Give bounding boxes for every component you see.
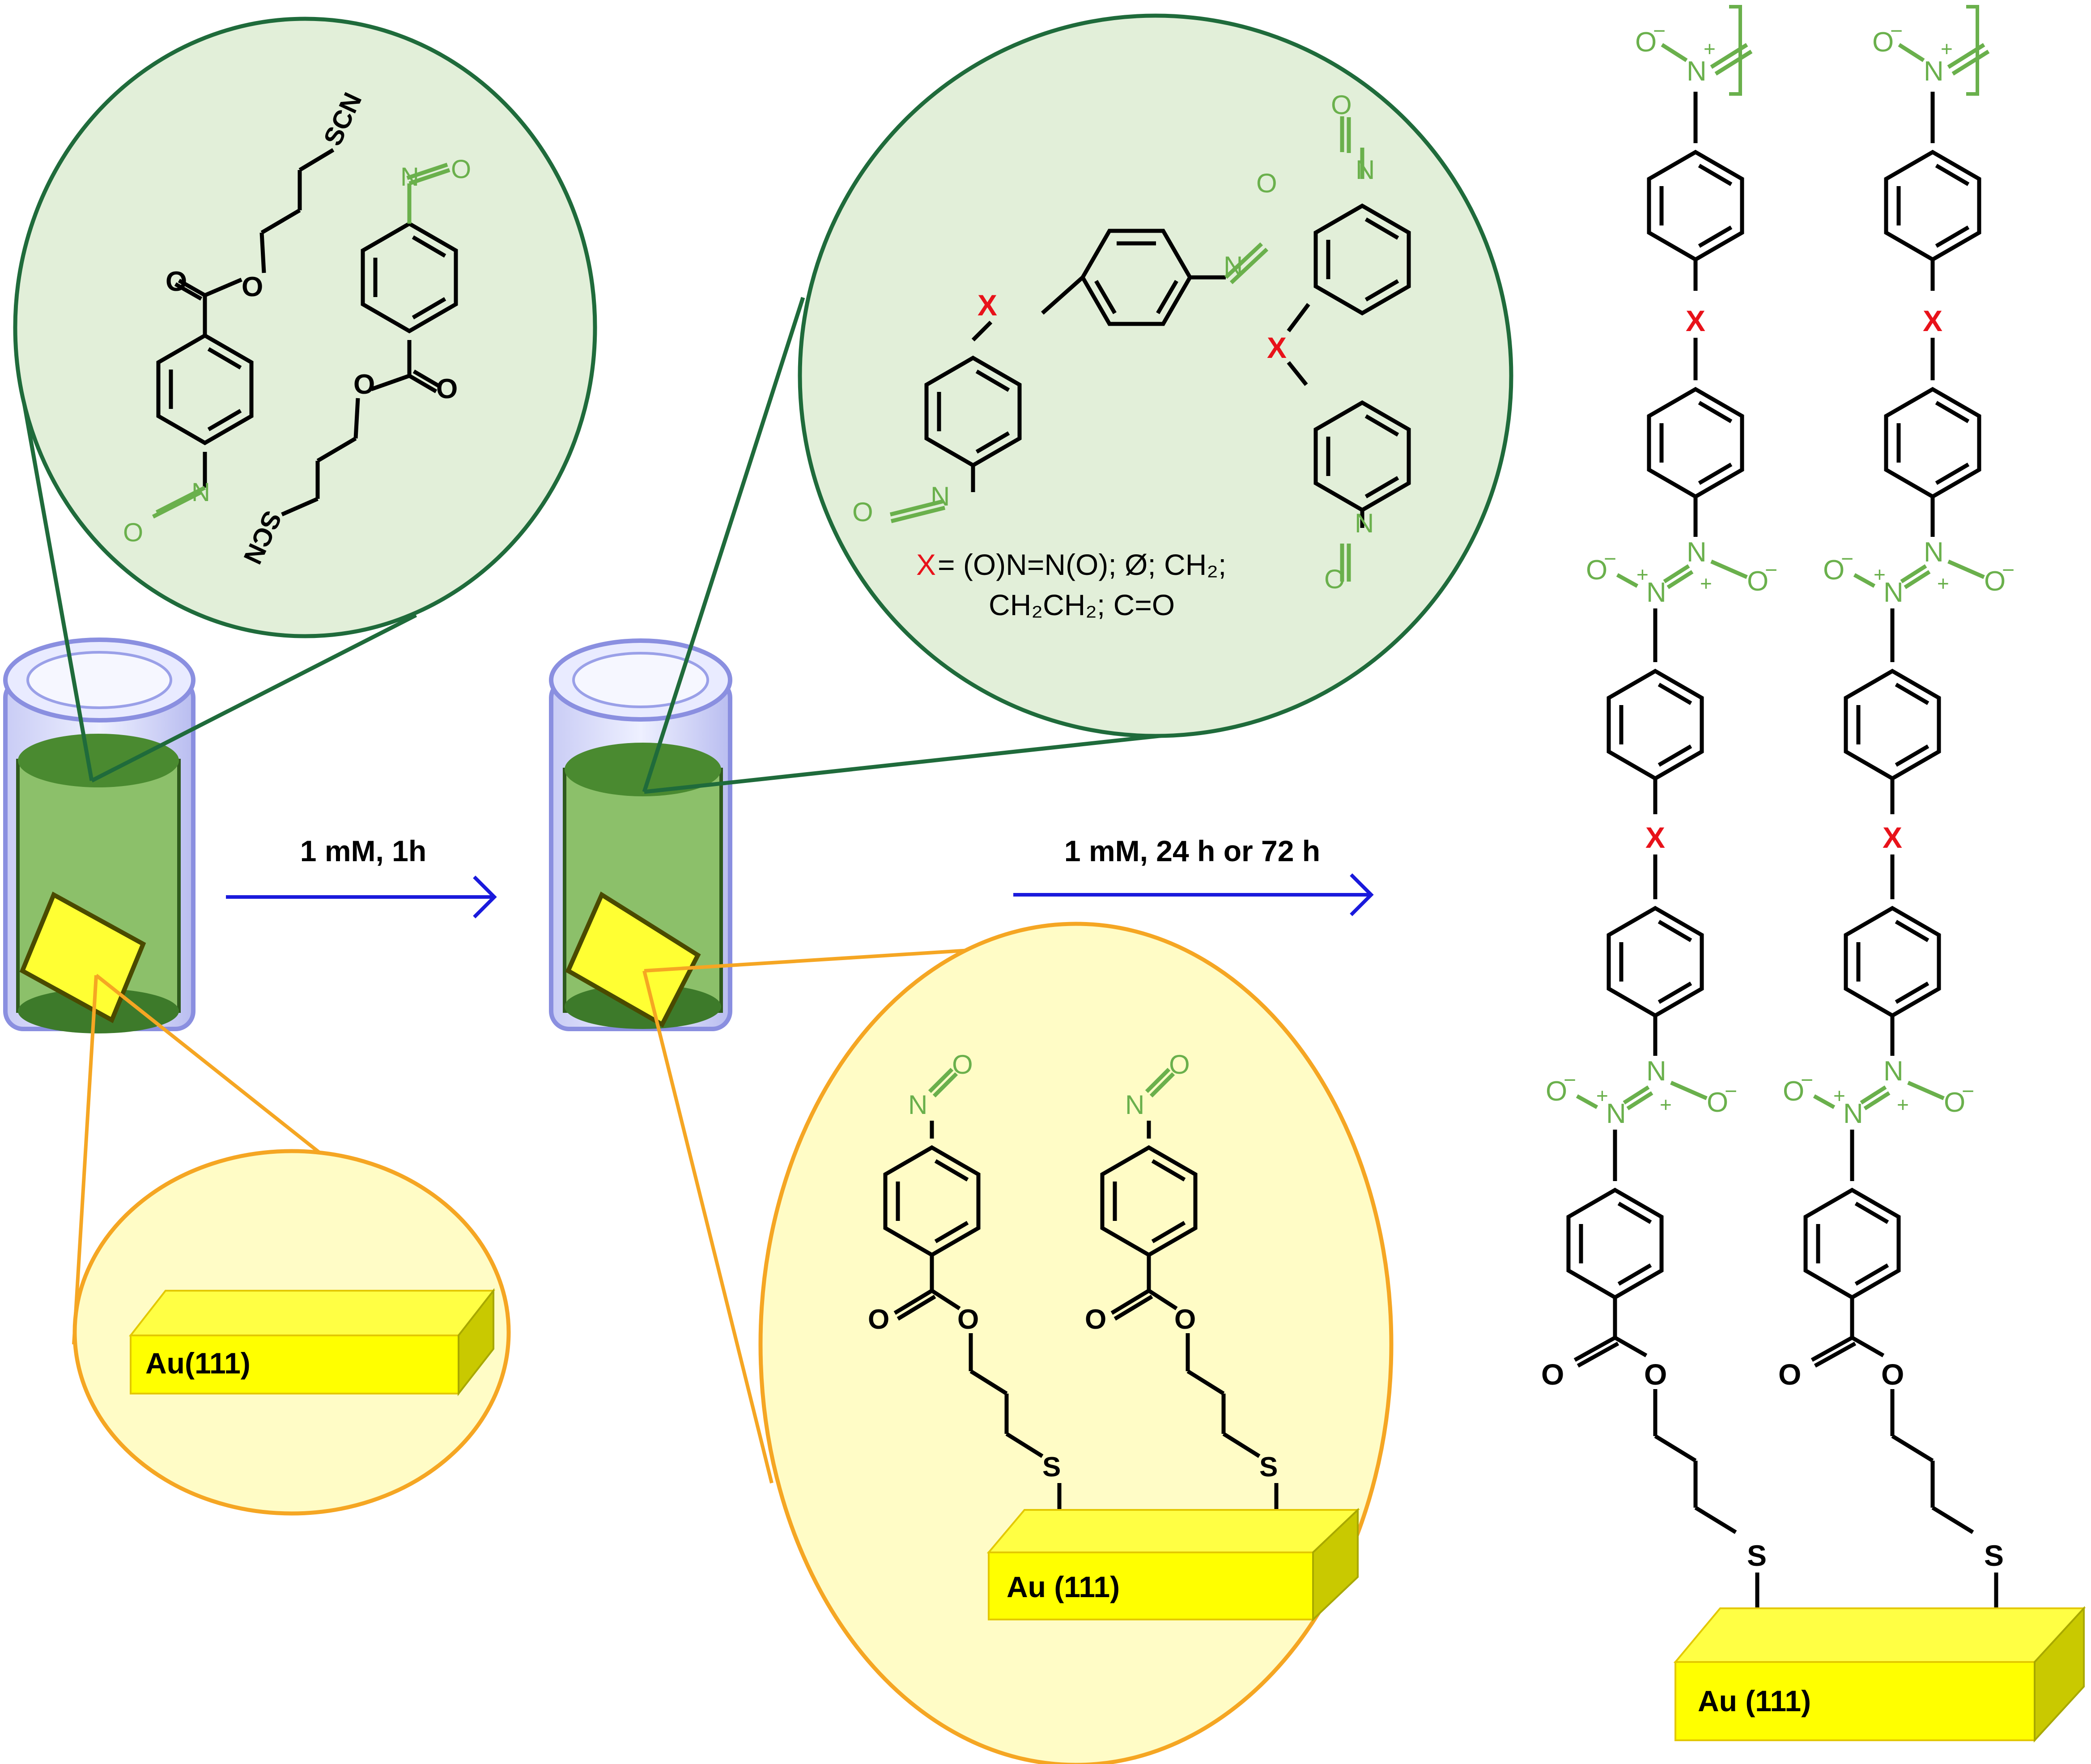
atom-s: S — [1259, 1452, 1278, 1483]
vial-2 — [549, 638, 732, 1031]
linker-x: X — [1923, 304, 1942, 337]
molecule-bubble-1: O O SCN N O N O O O SCN — [13, 17, 597, 783]
charge-minus: − — [1890, 19, 1903, 43]
atom-n: N — [1924, 56, 1944, 87]
vial-1 — [3, 638, 196, 1033]
charge-minus: − — [1962, 1080, 1974, 1103]
legend-line-2: CH₂CH₂; C=O — [989, 588, 1175, 621]
atom-o: O — [1778, 1358, 1801, 1391]
atom-n: N — [1646, 577, 1666, 608]
atom-n: N — [1224, 251, 1243, 281]
atom-o: O — [436, 374, 458, 404]
charge-plus: + — [1941, 37, 1953, 60]
atom-o: O — [1541, 1358, 1564, 1391]
substrate-bubble-1: Au(111) — [72, 973, 511, 1516]
atom-n: N — [1924, 537, 1944, 568]
charge-minus: − — [1841, 547, 1853, 571]
atom-o: O — [1783, 1076, 1804, 1107]
au111-label-2: Au (111) — [1007, 1570, 1120, 1603]
linker-x: X — [1686, 304, 1705, 337]
atom-n: N — [1687, 56, 1707, 87]
atom-n: N — [1125, 1090, 1144, 1120]
charge-plus: + — [1596, 1084, 1608, 1107]
atom-n: N — [400, 162, 419, 191]
charge-plus: + — [1636, 563, 1649, 586]
charge-plus: + — [1897, 1093, 1909, 1116]
atom-n: N — [931, 481, 950, 511]
atom-o: O — [1747, 566, 1768, 597]
atom-o: O — [1256, 168, 1277, 198]
linker-x: X — [1883, 821, 1902, 854]
atom-o: O — [353, 369, 375, 400]
atom-n: N — [1883, 577, 1904, 608]
au111-label-1: Au(111) — [145, 1347, 251, 1380]
charge-plus: + — [1874, 563, 1886, 586]
atom-o: O — [852, 497, 873, 527]
atom-o: O — [1823, 555, 1844, 586]
atom-n: N — [1606, 1098, 1626, 1129]
step-1-label: 1 mM, 1h — [300, 834, 426, 867]
atom-n: N — [1843, 1098, 1863, 1129]
arrow-step-2 — [1013, 873, 1374, 916]
charge-plus: + — [1700, 572, 1712, 595]
atom-s: S — [1747, 1539, 1767, 1572]
atom-o: O — [1546, 1076, 1567, 1107]
atom-n: N — [908, 1090, 927, 1120]
linker-x: X — [1267, 331, 1287, 364]
atom-o: O — [1586, 555, 1607, 586]
charge-plus: + — [1937, 572, 1949, 595]
charge-plus: + — [1704, 37, 1716, 60]
atom-o: O — [123, 518, 143, 547]
atom-n: N — [1883, 1056, 1904, 1087]
molecule-bubble-2: N O X N O O N X N O X = (O)N=N(O); Ø; CH… — [642, 13, 1513, 794]
atom-o: O — [1881, 1358, 1904, 1391]
charge-minus: − — [2002, 558, 2014, 582]
gold-chip-2 — [565, 891, 701, 1028]
multilayer-columns: O − N + X N O − + N + O − — [1541, 5, 2086, 1743]
atom-o: O — [1944, 1087, 1965, 1118]
linker-x: X — [978, 289, 997, 322]
atom-n: N — [1356, 155, 1375, 185]
charge-minus: − — [1564, 1068, 1576, 1092]
step-2-label: 1 mM, 24 h or 72 h — [1064, 834, 1320, 867]
charge-minus: − — [1725, 1080, 1737, 1103]
atom-n: N — [1646, 1056, 1666, 1087]
atom-o: O — [1644, 1358, 1667, 1391]
atom-n: N — [1687, 537, 1707, 568]
atom-o: O — [1331, 90, 1352, 120]
atom-o: O — [868, 1304, 889, 1335]
arrow-step-1 — [226, 876, 497, 918]
atom-o: O — [1174, 1304, 1196, 1335]
atom-o: O — [957, 1304, 979, 1335]
linker-x: X — [1645, 821, 1665, 854]
atom-o: O — [1169, 1050, 1190, 1080]
atom-o: O — [166, 266, 187, 297]
legend-x: X — [916, 548, 936, 581]
charge-plus: + — [1660, 1093, 1672, 1116]
atom-o: O — [1984, 566, 2006, 597]
charge-plus: + — [1833, 1084, 1845, 1107]
charge-minus: − — [1604, 547, 1616, 571]
au111-label-3: Au (111) — [1698, 1684, 1811, 1717]
atom-o: O — [1872, 27, 1894, 58]
charge-minus: − — [1653, 19, 1666, 43]
atom-o: O — [242, 272, 263, 302]
atom-o: O — [1707, 1087, 1728, 1118]
charge-minus: − — [1801, 1068, 1813, 1092]
atom-o: O — [952, 1050, 973, 1080]
atom-o: O — [451, 155, 471, 184]
atom-o: O — [1324, 564, 1345, 594]
atom-s: S — [1984, 1539, 2004, 1572]
column-2: O − N + X N O − + N + O − — [1778, 5, 2014, 1622]
legend-line-1: = (O)N=N(O); Ø; CH₂; — [938, 548, 1226, 581]
atom-o: O — [1085, 1304, 1106, 1335]
atom-n: N — [191, 478, 210, 507]
column-1: O − N + X N O − + N + O − — [1541, 5, 1777, 1622]
atom-s: S — [1042, 1452, 1061, 1483]
atom-n: N — [1355, 508, 1374, 538]
substrate-bubble-2: N O O O S N O O O S — [642, 922, 1394, 1764]
atom-o: O — [1635, 27, 1657, 58]
charge-minus: − — [1765, 558, 1777, 582]
